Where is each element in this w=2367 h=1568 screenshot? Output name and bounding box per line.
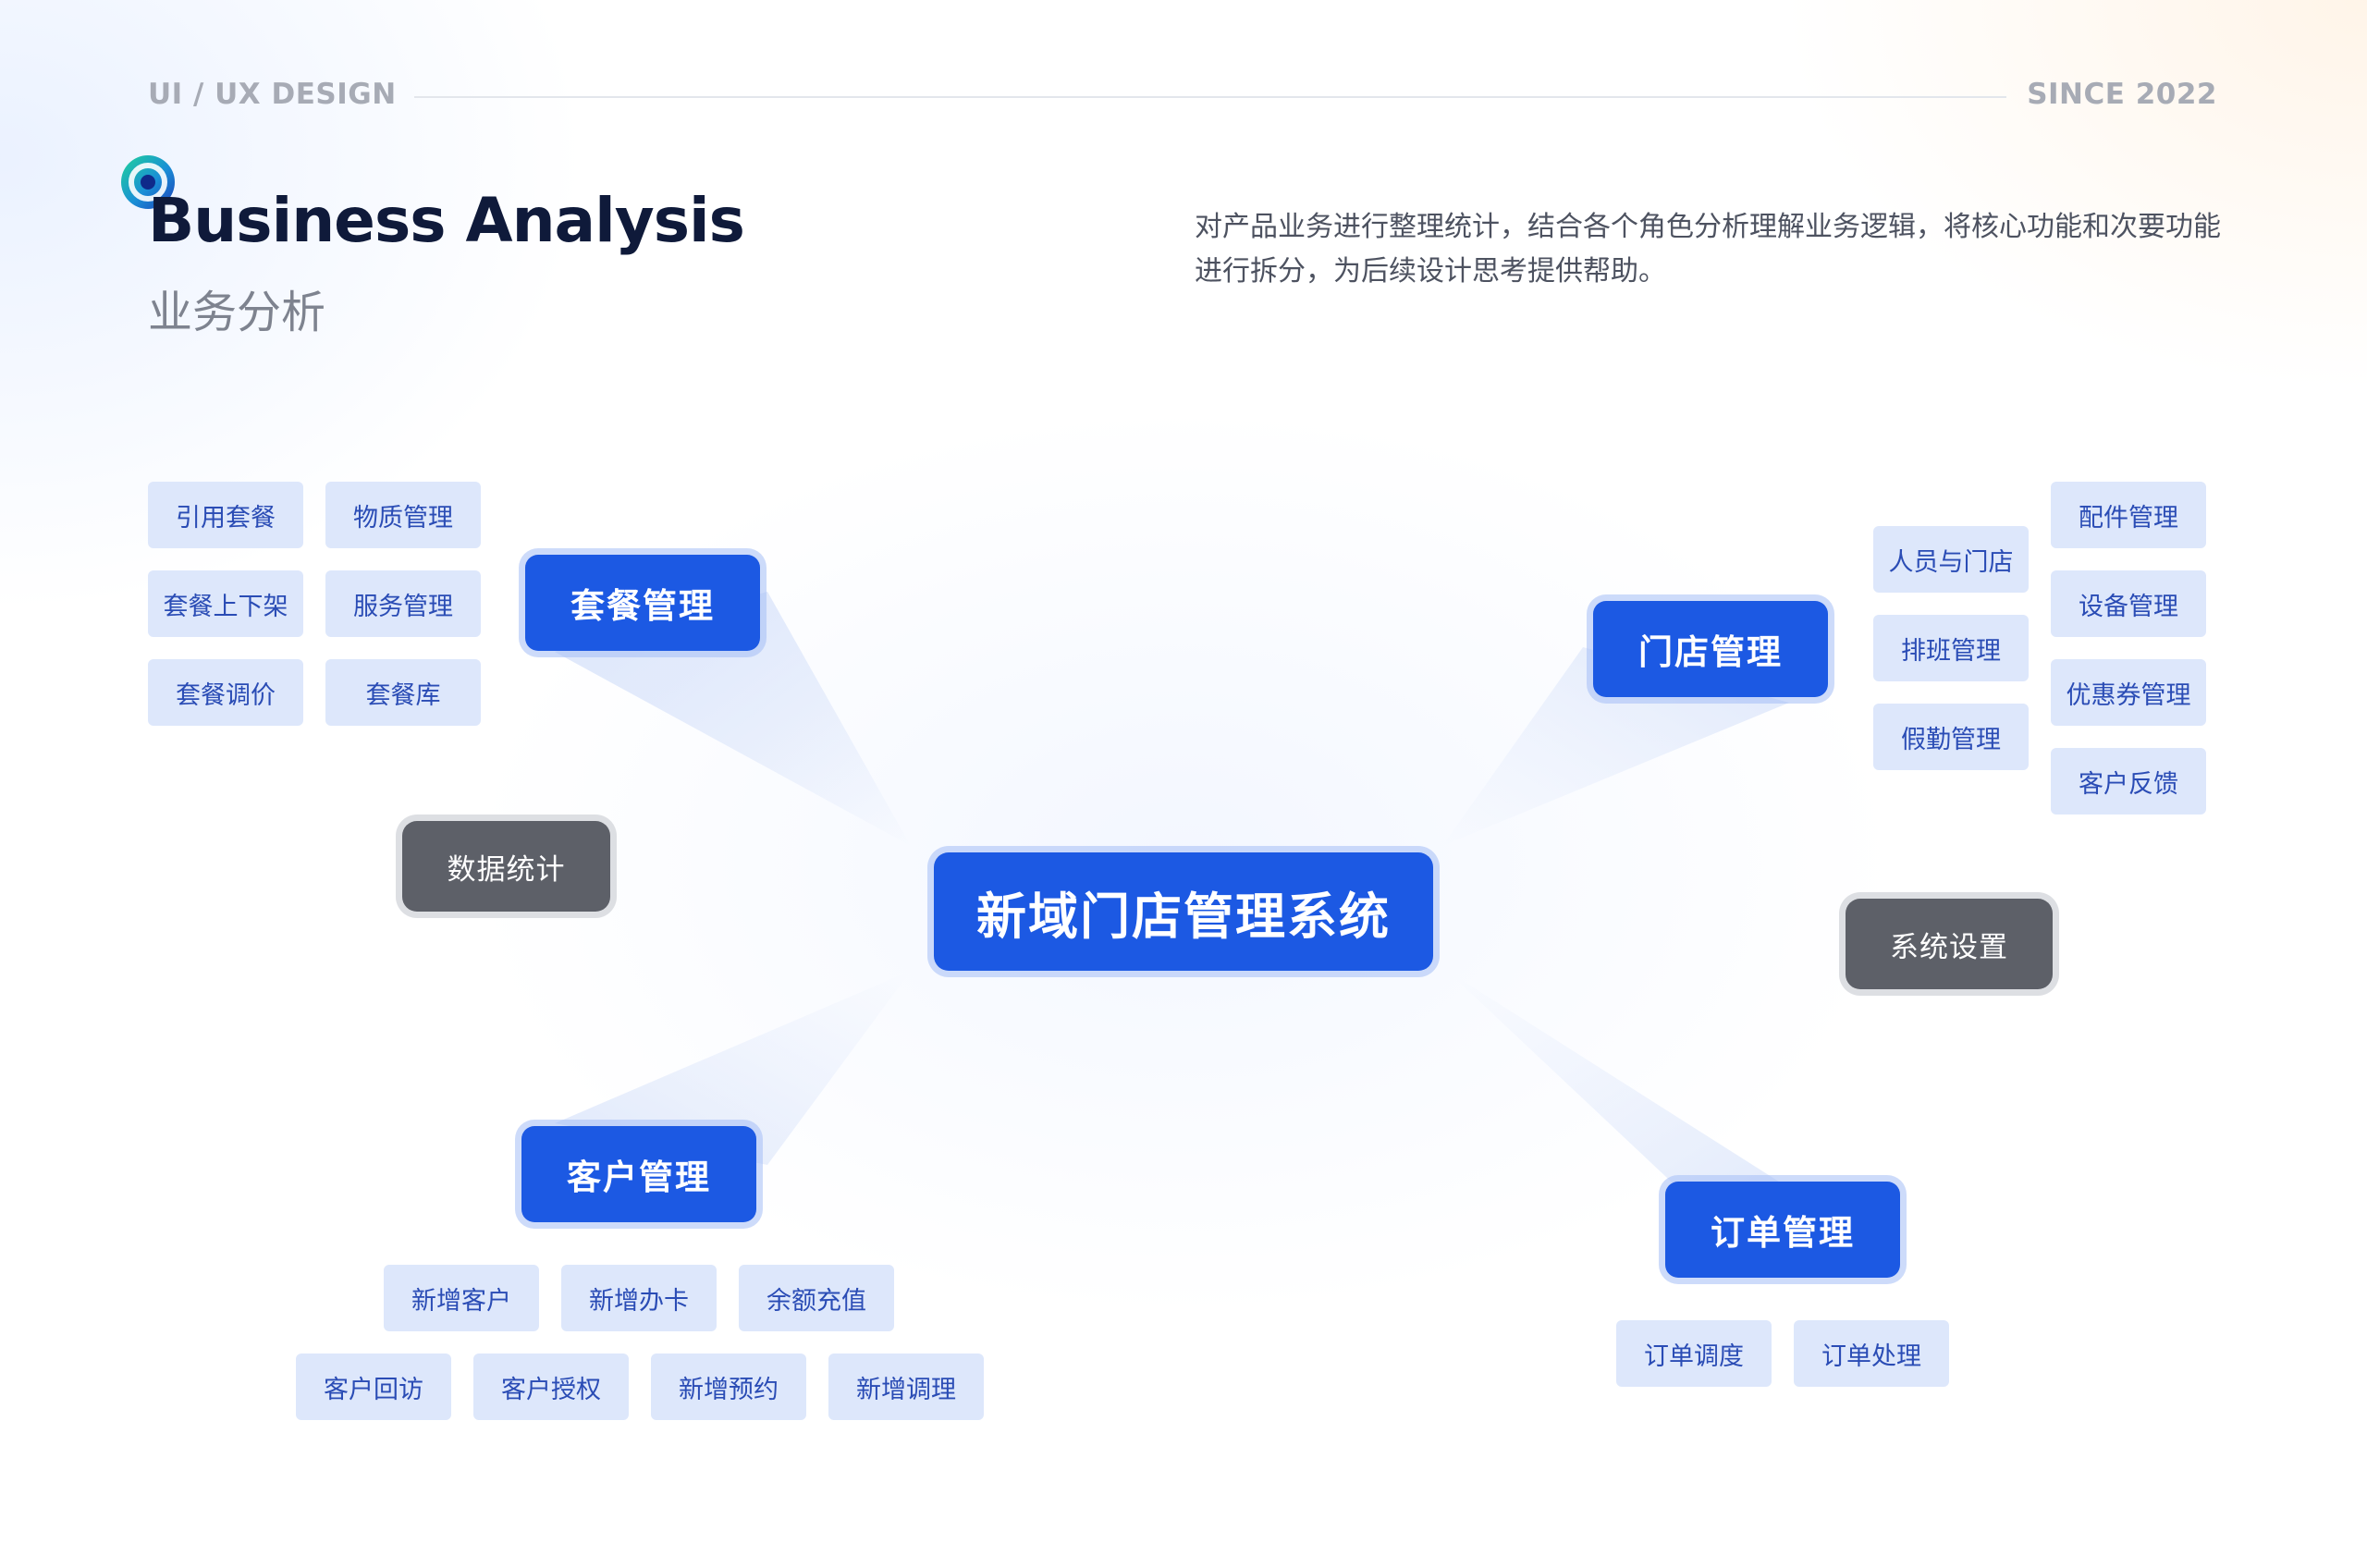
node-package-management[interactable]: 套餐管理: [525, 555, 760, 651]
chip-store-2[interactable]: 配件管理: [2051, 482, 2206, 548]
chip-customer-7[interactable]: 新增调理: [828, 1354, 984, 1420]
node-system-settings[interactable]: 系统设置: [1846, 899, 2053, 989]
node-order-management[interactable]: 订单管理: [1665, 1182, 1900, 1278]
chip-customer-1[interactable]: 新增客户: [384, 1265, 539, 1331]
chip-customer-2[interactable]: 新增办卡: [561, 1265, 717, 1331]
at-sign-icon: [121, 155, 175, 209]
chip-store-4[interactable]: 设备管理: [2051, 570, 2206, 637]
chip-package-3[interactable]: 套餐上下架: [148, 570, 303, 637]
node-center-system[interactable]: 新域门店管理系统: [934, 852, 1433, 971]
page-subtitle: 业务分析: [148, 287, 326, 338]
chip-package-6[interactable]: 套餐库: [325, 659, 481, 726]
chip-customer-3[interactable]: 余额充值: [739, 1265, 894, 1331]
chip-package-2[interactable]: 物质管理: [325, 482, 481, 548]
header-divider: [414, 96, 2006, 98]
node-customer-management[interactable]: 客户管理: [521, 1126, 756, 1222]
ray-customer: [555, 971, 911, 1165]
node-store-management[interactable]: 门店管理: [1593, 601, 1828, 697]
chip-store-7[interactable]: 客户反馈: [2051, 748, 2206, 815]
top-right-label: SINCE 2022: [2027, 78, 2217, 111]
chip-order-1[interactable]: 订单调度: [1616, 1320, 1772, 1387]
ray-package-b: [555, 592, 911, 846]
ray-order: [1447, 971, 1840, 1220]
chip-store-1[interactable]: 人员与门店: [1873, 526, 2029, 593]
chip-package-5[interactable]: 套餐调价: [148, 659, 303, 726]
chip-customer-5[interactable]: 客户授权: [473, 1354, 629, 1420]
node-data-statistics[interactable]: 数据统计: [402, 821, 610, 912]
page-description: 对产品业务进行整理统计，结合各个角色分析理解业务逻辑，将核心功能和次要功能进行拆…: [1195, 211, 2221, 288]
chip-customer-6[interactable]: 新增预约: [651, 1354, 806, 1420]
chip-customer-4[interactable]: 客户回访: [296, 1354, 451, 1420]
chip-store-5[interactable]: 假勤管理: [1873, 704, 2029, 770]
chip-store-3[interactable]: 排班管理: [1873, 615, 2029, 681]
chip-package-1[interactable]: 引用套餐: [148, 482, 303, 548]
chip-order-2[interactable]: 订单处理: [1794, 1320, 1949, 1387]
chip-store-6[interactable]: 优惠券管理: [2051, 659, 2206, 726]
chip-package-4[interactable]: 服务管理: [325, 570, 481, 637]
top-left-label: UI / UX DESIGN: [148, 78, 397, 111]
page-title: Business Analysis: [148, 185, 745, 256]
